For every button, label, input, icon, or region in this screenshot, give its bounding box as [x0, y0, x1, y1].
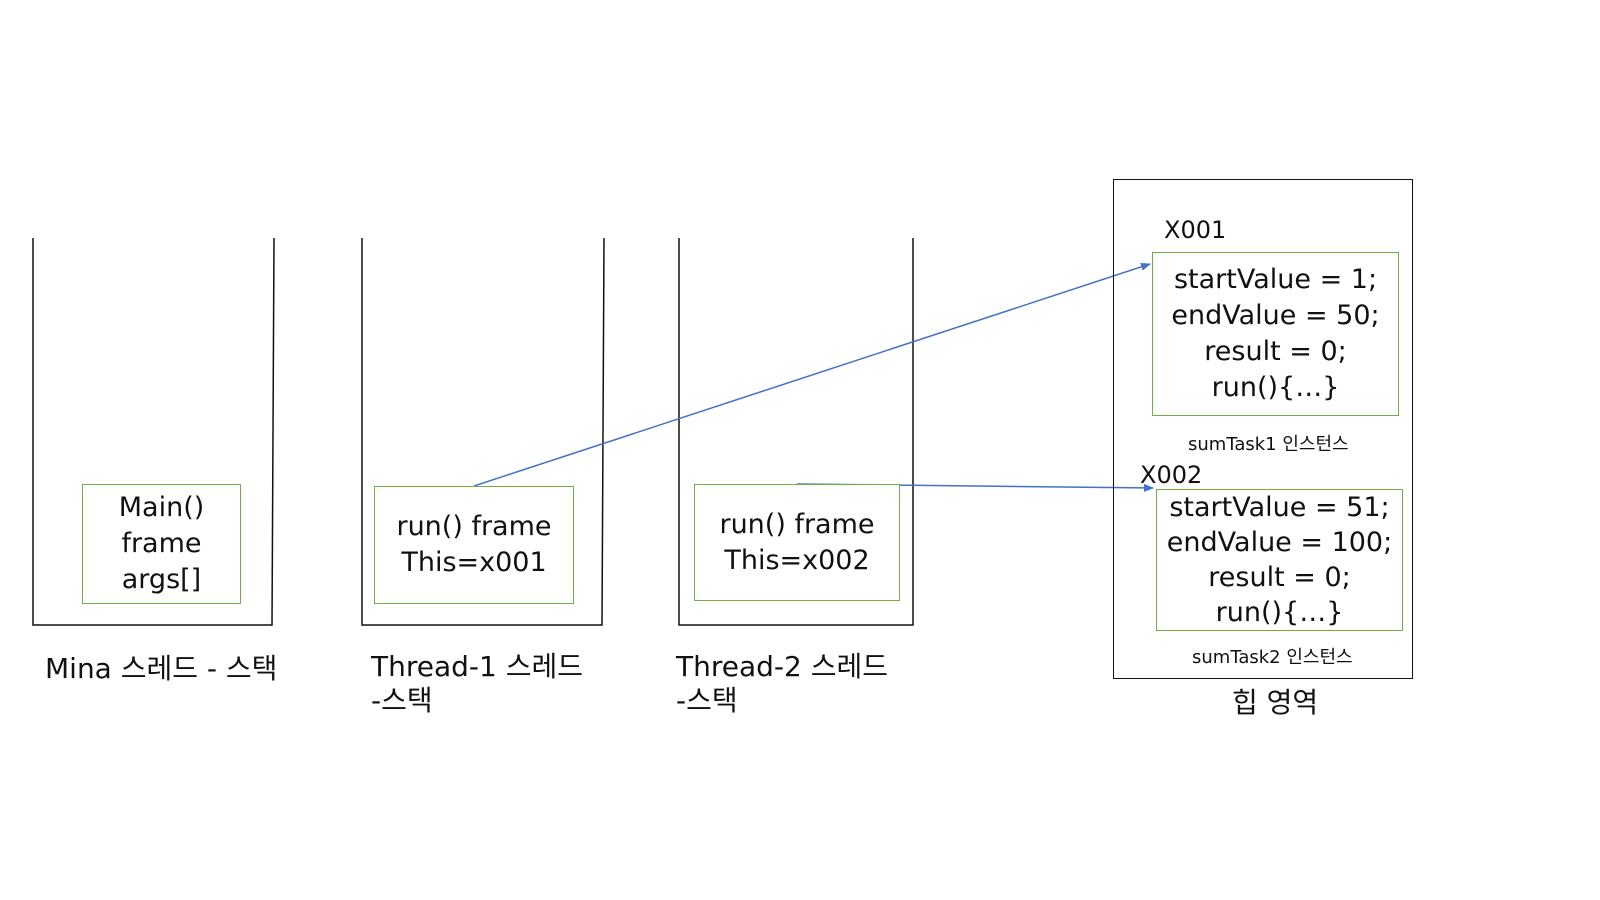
thread2-stack-outline	[678, 238, 914, 626]
instance1-fields-box: startValue = 1; endValue = 50; result = …	[1152, 252, 1399, 416]
instance2-field-end: endValue = 100;	[1166, 527, 1393, 558]
thread2-stack-label-line-1: Thread-2 스레드	[676, 650, 889, 683]
thread1-stack-label: Thread-1 스레드 -스택	[371, 650, 583, 718]
main-frame-line-1: Main()	[118, 492, 205, 523]
instance2-field-result: result = 0;	[1208, 562, 1351, 593]
instance2-name: sumTask2 인스턴스	[1192, 647, 1353, 668]
thread1-frame-line-1: run() frame	[396, 511, 552, 542]
thread2-frame-box: run() frame This=x002	[694, 484, 900, 601]
arrow-thread1-to-x001	[473, 263, 1151, 487]
instance1-address: X001	[1164, 216, 1227, 244]
thread2-frame-line-2: This=x002	[724, 544, 870, 576]
instance1-field-result: result = 0;	[1204, 336, 1347, 367]
thread1-stack-label-line-2: -스택	[371, 684, 433, 717]
heap-area-box	[1113, 179, 1413, 679]
instance2-fields-box: startValue = 51; endValue = 100; result …	[1156, 489, 1403, 631]
thread1-frame-line-2: This=x001	[401, 547, 547, 578]
instance1-field-start: startValue = 1;	[1173, 264, 1378, 295]
main-frame-line-2: frame	[121, 528, 202, 559]
instance1-method-run: run(){…}	[1211, 372, 1340, 403]
thread1-stack-label-line-1: Thread-1 스레드	[371, 650, 584, 683]
main-frame-line-3: args[]	[121, 564, 202, 595]
main-stack-outline	[32, 237, 275, 626]
instance2-field-start: startValue = 51;	[1169, 492, 1390, 523]
instance2-address: X002	[1140, 461, 1203, 489]
heap-area-label: 힙 영역	[1232, 686, 1319, 719]
thread1-stack-outline	[361, 237, 605, 626]
instance1-name: sumTask1 인스턴스	[1188, 434, 1349, 455]
thread2-frame-line-1: run() frame	[719, 508, 875, 540]
instance1-field-end: endValue = 50;	[1171, 300, 1380, 331]
main-stack-label: Mina 스레드 - 스택	[45, 652, 278, 685]
thread2-stack-label: Thread-2 스레드 -스택	[676, 650, 888, 718]
thread2-stack-label-line-2: -스택	[676, 684, 738, 717]
thread1-frame-box: run() frame This=x001	[374, 486, 574, 604]
main-frame-box: Main() frame args[]	[82, 484, 241, 604]
instance2-method-run: run(){…}	[1215, 597, 1344, 628]
